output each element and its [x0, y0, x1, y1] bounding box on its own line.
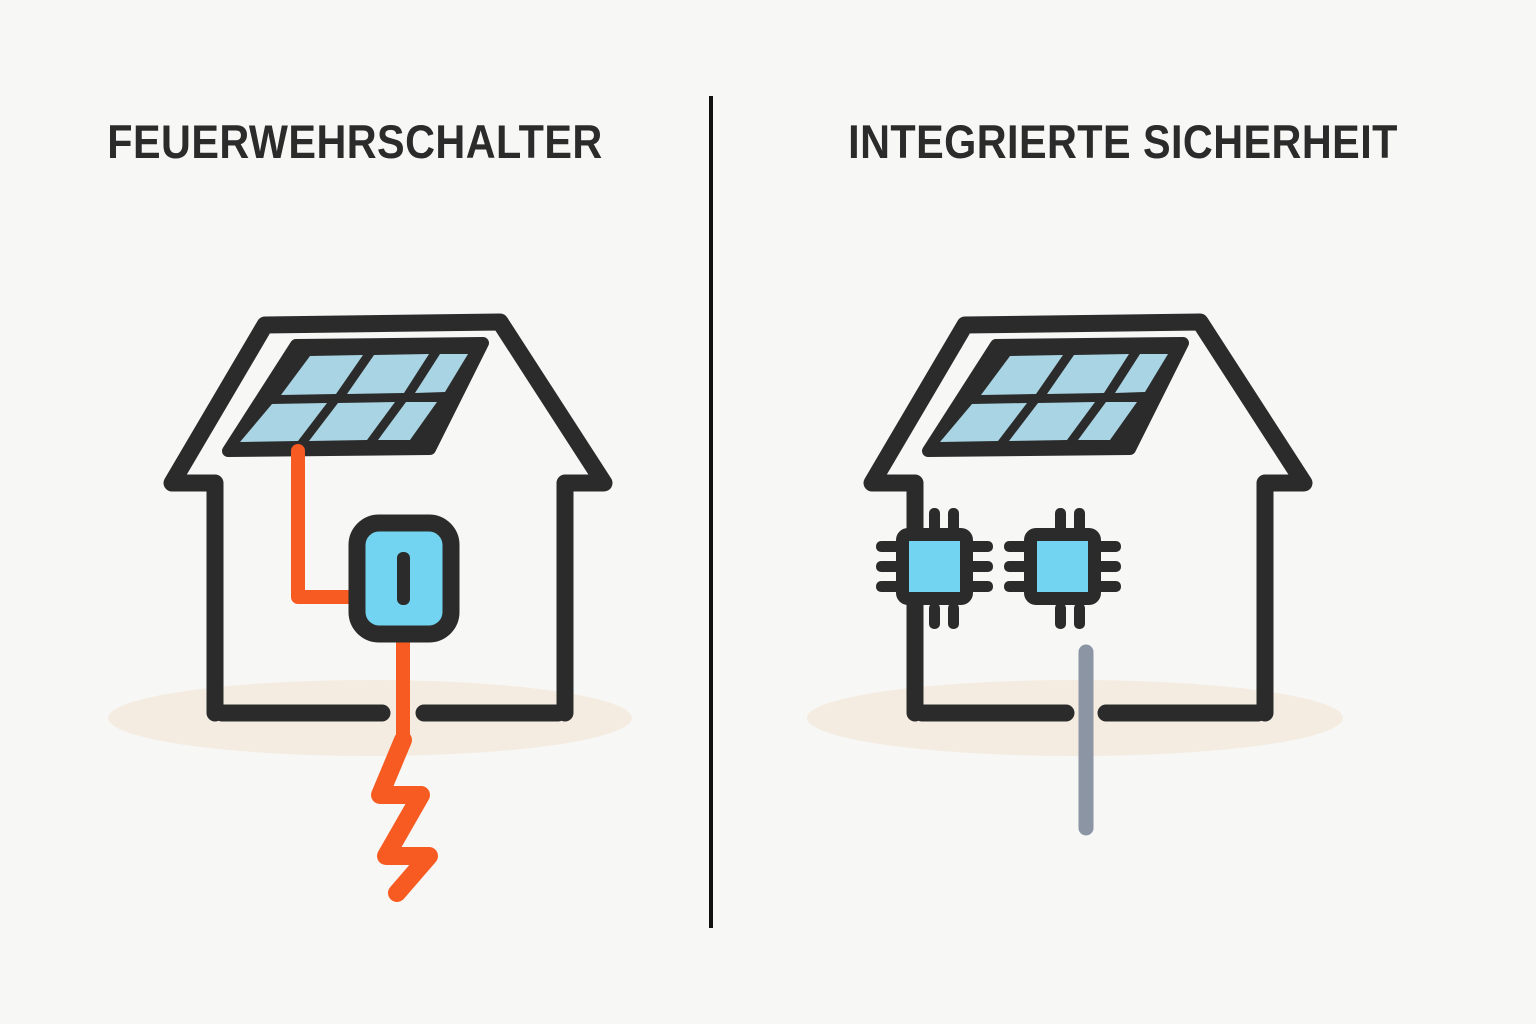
- solar-cell: [347, 354, 429, 394]
- chip-icon-right[interactable]: [1004, 508, 1121, 629]
- chip-pin-right: [1095, 561, 1121, 572]
- chip-pin-top: [1055, 508, 1066, 534]
- chip-pin-bottom: [948, 603, 959, 629]
- chip-pin-left: [1004, 541, 1030, 552]
- orange-cable: [291, 444, 364, 604]
- scene-left: [0, 0, 710, 1024]
- panel-feuerwehrschalter: FEUERWEHRSCHALTER: [0, 0, 710, 1024]
- chip-icon-left[interactable]: [876, 508, 993, 629]
- solar-cell: [240, 403, 327, 442]
- solar-cell: [1047, 354, 1129, 394]
- panel-title-right: INTEGRIERTE SICHERHEIT: [848, 115, 1398, 168]
- chip-pin-top: [929, 508, 940, 534]
- chip-pin-right: [967, 561, 993, 572]
- switch-lever-icon[interactable]: [397, 552, 410, 605]
- chip-pin-bottom: [929, 603, 940, 629]
- chip-pin-right: [1095, 541, 1121, 552]
- solar-cell: [309, 402, 395, 441]
- solar-cell: [281, 355, 363, 395]
- chip-pin-right: [1095, 581, 1121, 592]
- chip-pin-top: [910, 508, 921, 534]
- solar-cell: [415, 354, 468, 393]
- chip-pin-right: [967, 541, 993, 552]
- ground-shadow-ellipse: [807, 680, 1343, 756]
- vertical-divider: [709, 96, 713, 928]
- solar-cell: [1009, 402, 1095, 441]
- scene-right: [710, 0, 1536, 1024]
- house-outline: [163, 313, 613, 722]
- panel-integrierte-sicherheit: INTEGRIERTE SICHERHEIT: [710, 0, 1536, 1024]
- chip-pin-left: [876, 541, 902, 552]
- chip-core: [1037, 541, 1088, 592]
- chip-pin-left: [876, 581, 902, 592]
- chip-pin-bottom: [1055, 603, 1066, 629]
- house-outline: [863, 313, 1313, 722]
- solar-cell: [940, 403, 1027, 442]
- lightning-bolt: [371, 731, 438, 902]
- chip-core: [909, 541, 960, 592]
- chip-pin-top: [1074, 508, 1085, 534]
- chip-pin-right: [967, 581, 993, 592]
- chip-pin-bottom: [1074, 603, 1085, 629]
- chip-pin-top: [948, 508, 959, 534]
- chip-pin-left: [876, 561, 902, 572]
- chip-pin-left: [1004, 581, 1030, 592]
- solar-cell: [981, 355, 1063, 395]
- solar-cell: [1078, 402, 1137, 440]
- solar-cell: [1115, 354, 1168, 393]
- solar-cell: [378, 402, 437, 440]
- chip-pin-left: [1004, 561, 1030, 572]
- chip-pin-bottom: [910, 603, 921, 629]
- panel-title-left: FEUERWEHRSCHALTER: [107, 115, 603, 168]
